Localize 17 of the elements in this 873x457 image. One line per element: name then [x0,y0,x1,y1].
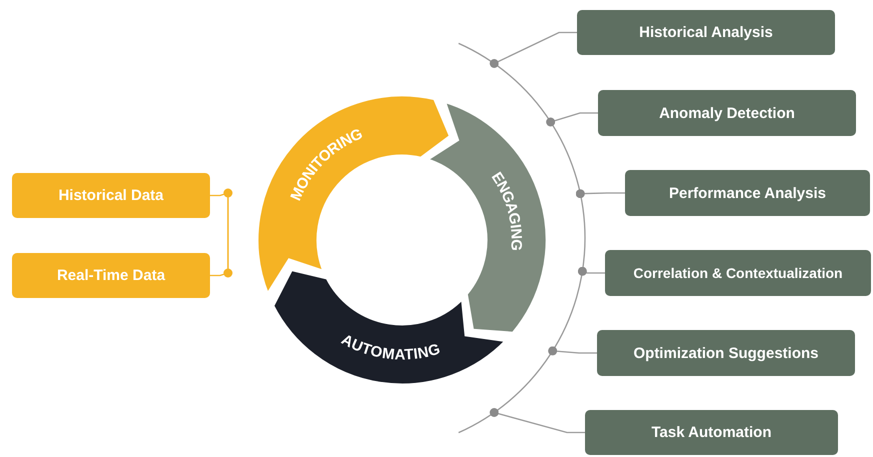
label-box: Task Automation [585,410,838,455]
leader-line [546,112,598,126]
label-box: Optimization Suggestions [597,330,855,376]
segment-label: AUTOMATING [338,330,442,364]
label-box: Real-Time Data [12,253,210,298]
leader-line [578,266,605,276]
label-box: Anomaly Detection [598,90,856,136]
leader-line [548,346,597,356]
leader-line [210,268,232,278]
label-box: Historical Analysis [577,10,835,55]
leader-line [490,32,577,68]
leader-line [490,408,585,434]
label-box: Historical Data [12,173,210,218]
leader-line [576,189,625,198]
leader-line [210,188,232,198]
label-box: Performance Analysis [625,170,870,216]
label-box: Correlation & Contextualization [605,250,871,296]
